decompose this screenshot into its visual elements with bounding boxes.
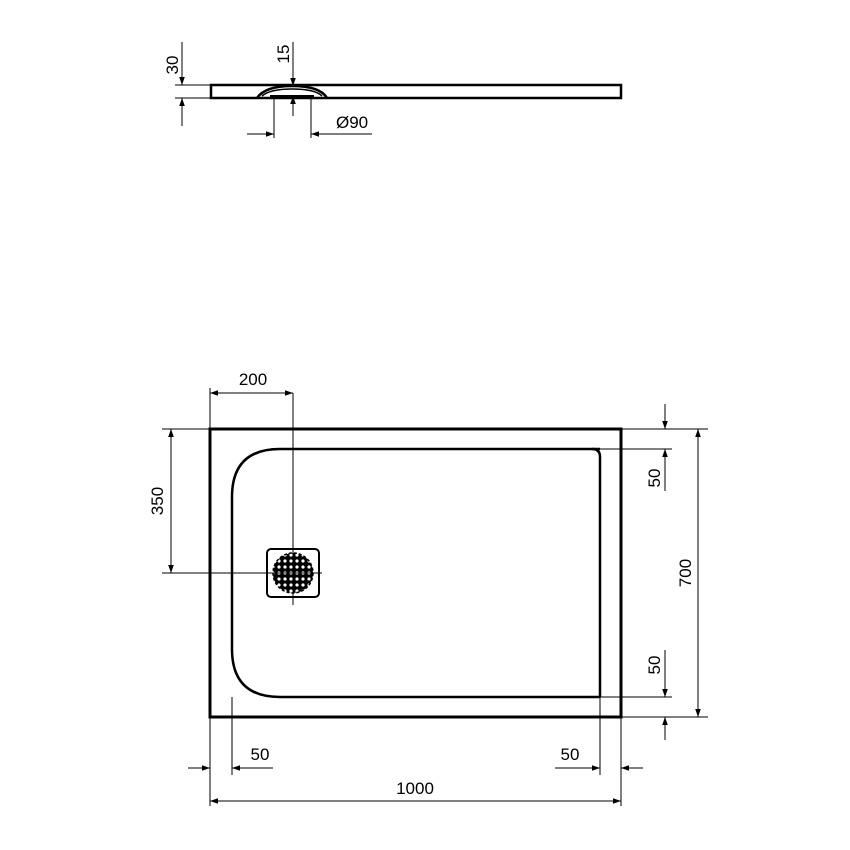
top-view: 200 350 50 50 700 50 50 [148, 370, 708, 806]
drain-side-profile [255, 84, 329, 99]
width-label: 1000 [396, 779, 434, 798]
margin-left-label: 50 [251, 745, 270, 764]
side-view: 30 15 Ø90 [163, 42, 623, 138]
margin-top-label: 50 [645, 469, 664, 488]
drain-offset-x-label: 200 [239, 370, 267, 389]
margin-bottom-label: 50 [645, 656, 664, 675]
margin-right-label: 50 [561, 745, 580, 764]
drain-diameter-label: Ø90 [336, 113, 368, 132]
drain-offset-y-label: 350 [148, 487, 167, 515]
thickness-label: 30 [163, 56, 182, 75]
tray-side-profile [209, 83, 623, 100]
depth-label: 700 [676, 559, 695, 587]
drain-depth-label: 15 [274, 45, 293, 64]
